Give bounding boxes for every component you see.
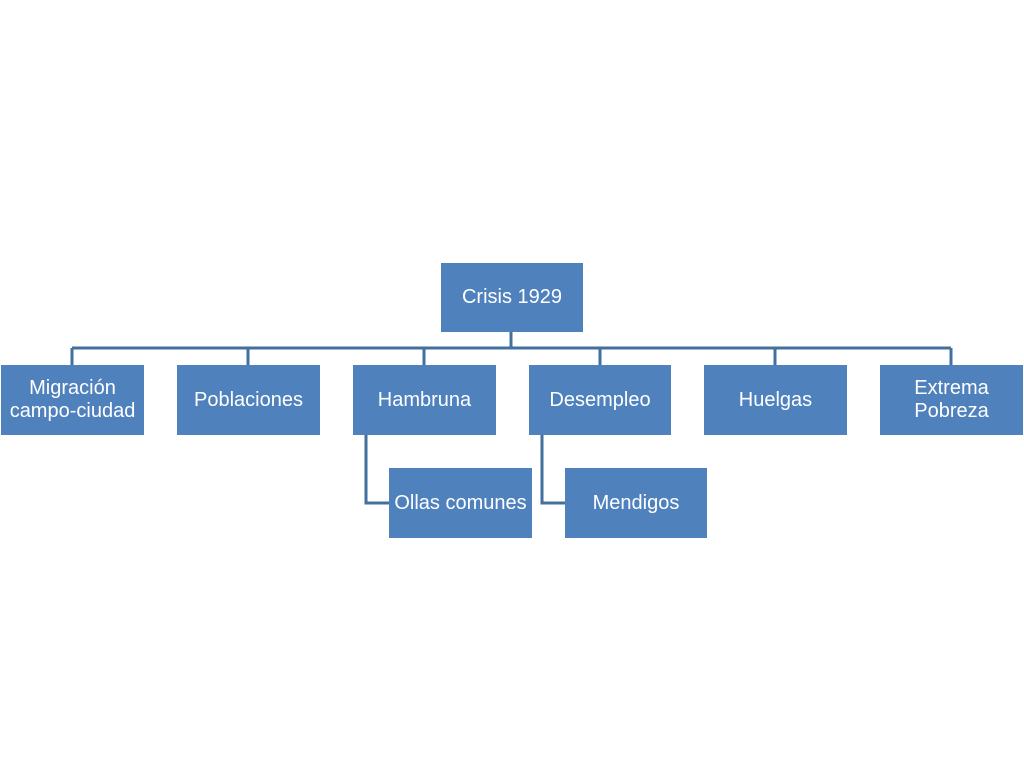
sub-node-mendigos: Mendigos	[565, 468, 707, 538]
child-node-poblaciones: Poblaciones	[177, 365, 320, 435]
child-node-extrema-pobreza: Extrema Pobreza	[880, 365, 1023, 435]
root-node-crisis-1929: Crisis 1929	[441, 263, 583, 332]
child-node-desempleo: Desempleo	[529, 365, 671, 435]
child-node-migracion-campo-ciudad: Migración campo-ciudad	[1, 365, 144, 435]
sub-node-ollas-comunes: Ollas comunes	[389, 468, 532, 538]
child-node-hambruna: Hambruna	[353, 365, 496, 435]
elbow-line-ollas-comunes	[364, 435, 389, 505]
elbow-line-mendigos	[540, 435, 565, 505]
child-node-huelgas: Huelgas	[704, 365, 847, 435]
